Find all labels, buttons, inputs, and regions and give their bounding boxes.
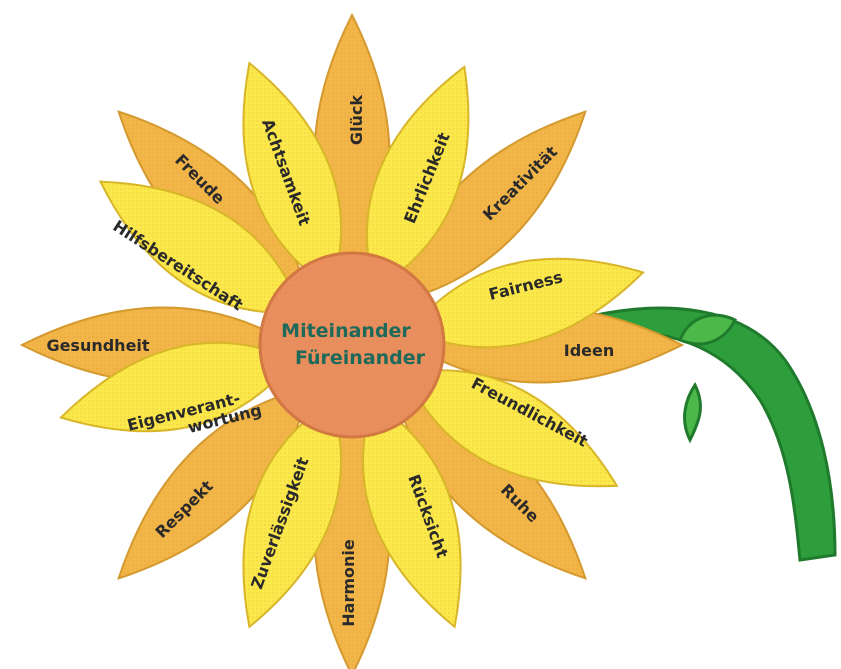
flower-center: Miteinander Füreinander — [258, 251, 446, 439]
inner-petal-5-texture — [60, 342, 294, 432]
center-label-line1: Miteinander — [281, 320, 411, 342]
inner-petal-3-texture — [362, 401, 461, 627]
inner-petal-0-texture — [366, 66, 469, 290]
inner-petal-7-texture — [243, 63, 342, 289]
flower-stem — [573, 306, 837, 562]
center-label-line2: Füreinander — [295, 347, 426, 369]
inner-petal-2-texture — [404, 370, 617, 487]
inner-petal-1-texture — [410, 258, 644, 348]
petal-label-harmonie: Harmonie — [339, 539, 358, 627]
outer-petal-5-texture — [118, 387, 310, 579]
petal-label-gesundheit: Gesundheit — [46, 336, 149, 355]
petal-label-ideen: Ideen — [564, 341, 615, 360]
outer-petal-1-texture — [394, 111, 586, 303]
inner-petals — [59, 61, 645, 629]
outer-petal-3-texture — [394, 387, 586, 579]
petal-label-glueck: Glück — [347, 95, 366, 145]
inner-petal-4-texture — [243, 401, 342, 627]
inner-petal-6-texture — [100, 181, 302, 313]
